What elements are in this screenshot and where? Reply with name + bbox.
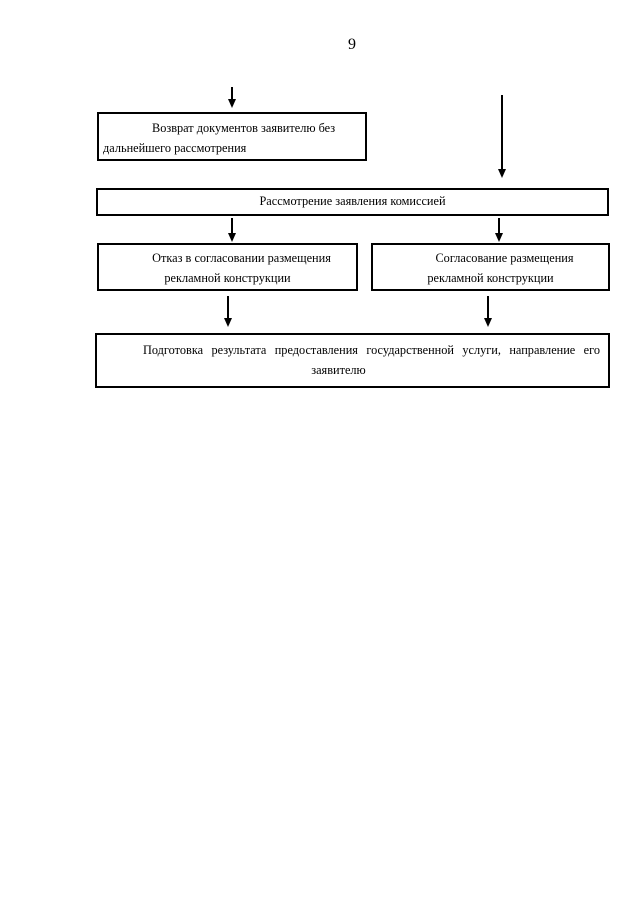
flow-node-text-line: Подготовка результата предоставления гос… [143, 343, 600, 357]
flow-node-return-documents: Возврат документов заявителю без дальней… [97, 112, 367, 161]
flow-node-text-line: рекламной конструкции [427, 271, 554, 285]
arrow-down-icon [494, 218, 503, 242]
flow-node-text-line: заявителю [311, 363, 366, 377]
flow-node-commission-review: Рассмотрение заявления комиссией [96, 188, 609, 216]
flow-node-text-line: Рассмотрение заявления комиссией [259, 194, 446, 208]
flow-node-text-line: дальнейшего рассмотрения [103, 141, 247, 155]
flow-node-placement-refusal: Отказ в согласовании размещения рекламно… [97, 243, 358, 291]
arrow-down-icon [497, 95, 506, 178]
flow-node-text-line: Согласование размещения [435, 251, 574, 265]
arrow-down-icon [483, 296, 492, 327]
flow-node-result-preparation: Подготовка результата предоставления гос… [95, 333, 610, 388]
flow-node-text-line: рекламной конструкции [164, 271, 291, 285]
arrow-down-icon [227, 87, 236, 108]
arrow-down-icon [223, 296, 232, 327]
arrow-down-icon [227, 218, 236, 242]
flow-node-text-line: Отказ в согласовании размещения [152, 251, 331, 265]
flow-node-placement-approval: Согласование размещения рекламной констр… [371, 243, 610, 291]
flow-node-text-line: Возврат документов заявителю без [152, 121, 336, 135]
page-number: 9 [348, 36, 356, 53]
